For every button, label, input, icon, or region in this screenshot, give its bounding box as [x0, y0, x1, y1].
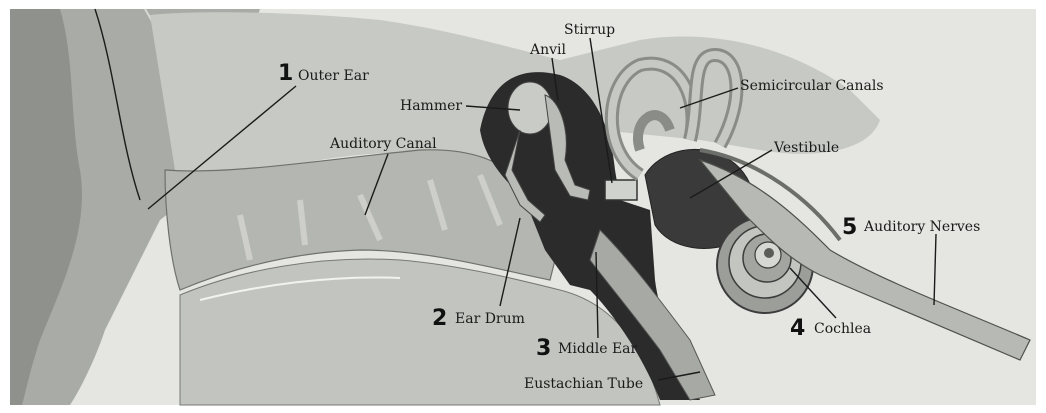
semicircular-canals-label: Semicircular Canals — [740, 78, 884, 94]
ear-drum-label: Ear Drum — [455, 311, 525, 327]
auditory-nerves-label: Auditory Nerves — [863, 219, 980, 235]
outer-ear-label: Outer Ear — [298, 68, 369, 84]
outer-ear-number: 1 — [278, 61, 293, 86]
cochlea-number: 4 — [790, 316, 805, 341]
vestibule-label: Vestibule — [773, 140, 839, 156]
middle-ear-number: 3 — [536, 336, 551, 361]
stirrup-label: Stirrup — [564, 22, 615, 38]
anvil-label: Anvil — [529, 42, 567, 58]
hammer-label: Hammer — [400, 98, 462, 114]
hammer-shape — [508, 82, 552, 134]
cochlea-label: Cochlea — [814, 321, 871, 337]
eustachian-tube-label: Eustachian Tube — [524, 376, 643, 392]
ear-drum-number: 2 — [432, 306, 447, 331]
stirrup-shape — [605, 180, 637, 200]
middle-ear-label: Middle Ear — [558, 341, 638, 357]
auditory-nerves-number: 5 — [842, 215, 857, 240]
auditory-canal-label: Auditory Canal — [329, 136, 437, 152]
